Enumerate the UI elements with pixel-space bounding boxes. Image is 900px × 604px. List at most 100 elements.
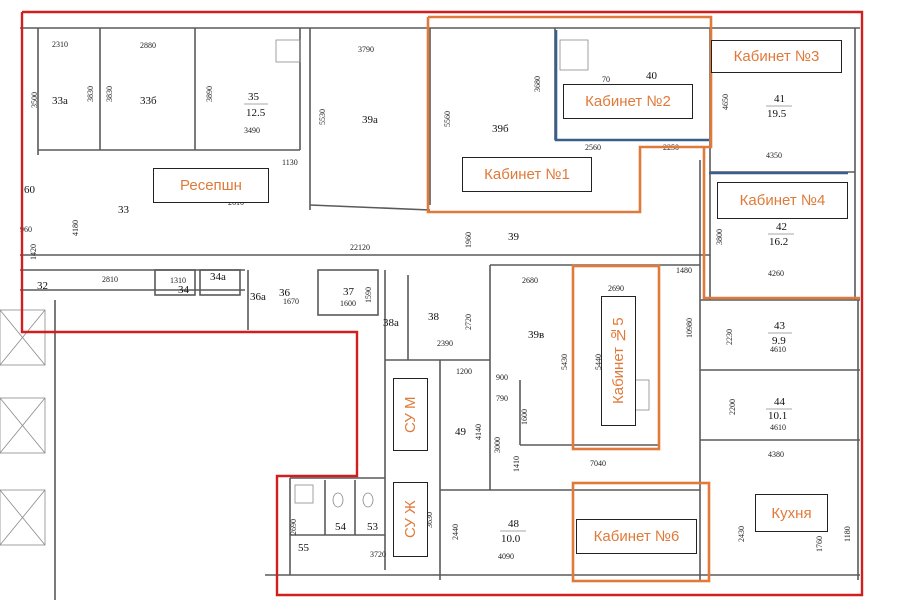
dim-2810: 2810 [102, 275, 118, 284]
room-42: 42 [776, 221, 787, 233]
room-32: 32 [37, 280, 48, 292]
dim-2440: 2440 [451, 524, 460, 540]
dim-2690: 2690 [608, 284, 624, 293]
room-37: 37 [343, 286, 355, 298]
dim-4380: 4380 [768, 450, 784, 459]
label-kitchen: Кухня [755, 494, 828, 532]
label-wc-women: СУ Ж [393, 482, 428, 557]
room-38: 38 [428, 311, 440, 323]
dim-1590: 1590 [364, 287, 373, 303]
room-54: 54 [335, 521, 347, 533]
dim-960: 960 [20, 225, 32, 234]
room-40: 40 [646, 70, 658, 82]
room-43: 43 [774, 320, 786, 332]
room-44-area: 10.1 [768, 410, 787, 422]
office5-outline [571, 264, 661, 451]
room-35-area: 12.5 [246, 107, 266, 119]
dim-1960: 1960 [464, 232, 473, 248]
room-36a: 36а [250, 291, 266, 303]
dim-1600b: 1600 [520, 409, 529, 425]
dim-7040: 7040 [590, 459, 606, 468]
dim-1130: 1130 [282, 158, 298, 167]
room-43-area: 9.9 [772, 335, 786, 347]
dim-5560: 5560 [443, 111, 452, 127]
dim-3890: 3890 [205, 86, 214, 102]
room-34: 34 [178, 284, 190, 296]
label-office1: Кабинет №1 [462, 157, 592, 192]
dim-1410: 1410 [512, 456, 521, 472]
room-48: 48 [508, 518, 520, 530]
room-33b: 33б [140, 95, 157, 107]
dim-3490: 3490 [244, 126, 260, 135]
dim-5440: 5440 [594, 354, 603, 370]
dim-3000: 3000 [493, 437, 502, 453]
dim-3500: 3500 [30, 92, 39, 108]
office2-outline [554, 30, 709, 142]
dim-1420: 1420 [29, 244, 38, 260]
dim-5430: 5430 [560, 354, 569, 370]
dim-2230: 2230 [725, 329, 734, 345]
room-39b: 39б [492, 123, 509, 135]
dim-3680: 3680 [533, 76, 542, 92]
room-44: 44 [774, 396, 786, 408]
dim-3830b: 3830 [105, 86, 114, 102]
dim-1670: 1670 [283, 297, 299, 306]
dim-22120: 22120 [350, 243, 370, 252]
room-36: 36 [279, 287, 291, 299]
dim-5530: 5530 [318, 109, 327, 125]
dim-2390: 2390 [437, 339, 453, 348]
room-41-area: 19.5 [767, 108, 787, 120]
dim-2560: 2560 [585, 143, 601, 152]
dim-70: 70 [602, 75, 610, 84]
office1-outline [426, 15, 713, 214]
dim-3790: 3790 [358, 45, 374, 54]
room-39: 39 [508, 231, 520, 243]
dim-3830a: 3830 [86, 86, 95, 102]
dim-4610b: 4610 [770, 423, 786, 432]
room-60: 60 [24, 184, 36, 196]
dim-3800: 3800 [715, 229, 724, 245]
dim-1180: 1180 [843, 526, 852, 542]
dim-1600: 1600 [340, 299, 356, 308]
dim-900: 900 [496, 373, 508, 382]
room-42-area: 16.2 [769, 236, 788, 248]
dim-1480: 1480 [676, 266, 692, 275]
label-office6: Кабинет №6 [576, 519, 697, 554]
room-numbers: 33а 33б 35 12.5 39а 39б 40 41 19.5 60 33… [24, 70, 794, 554]
dim-4140: 4140 [474, 424, 483, 440]
room-39v: 39в [528, 329, 544, 341]
room-48-area: 10.0 [501, 533, 521, 545]
room-34a: 34а [210, 271, 226, 283]
room-41: 41 [774, 93, 785, 105]
dim-2690b: 2690 [289, 519, 298, 535]
room-49: 49 [455, 426, 467, 438]
room-33a: 33а [52, 95, 68, 107]
label-reception: Ресепшн [153, 168, 269, 203]
room-35: 35 [248, 91, 260, 103]
label-office4: Кабинет №4 [717, 182, 848, 219]
dim-3720: 3720 [370, 550, 386, 559]
label-office2: Кабинет №2 [563, 84, 693, 119]
room-55: 55 [298, 542, 310, 554]
dim-4260: 4260 [768, 269, 784, 278]
office6-outline [571, 481, 711, 583]
room-38a: 38а [383, 317, 399, 329]
dim-4090: 4090 [498, 552, 514, 561]
label-office5: Кабинет №5 [601, 296, 636, 426]
dim-2680: 2680 [522, 276, 538, 285]
dim-3630: 3630 [425, 512, 434, 528]
dim-4180: 4180 [71, 220, 80, 236]
leased-area-outline [20, 10, 864, 597]
room-39a: 39а [362, 114, 378, 126]
dim-4650: 4650 [721, 94, 730, 110]
dim-4350: 4350 [766, 151, 782, 160]
label-wc-men: СУ М [393, 378, 428, 451]
dim-2430: 2430 [737, 526, 746, 542]
dim-790: 790 [496, 394, 508, 403]
zone-outlines [20, 10, 864, 597]
dim-10980: 10980 [685, 318, 694, 338]
dim-1310: 1310 [170, 276, 186, 285]
room-53: 53 [367, 521, 379, 533]
label-office3: Кабинет №3 [711, 40, 842, 73]
dim-2880: 2880 [140, 41, 156, 50]
